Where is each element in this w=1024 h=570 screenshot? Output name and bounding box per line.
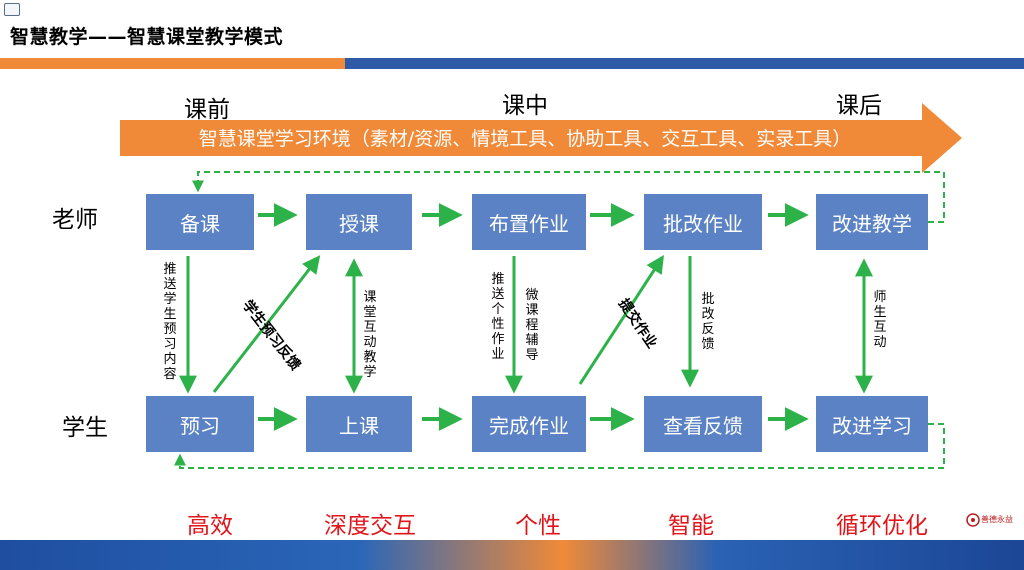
trait-personalized: 个性 <box>515 513 561 539</box>
environment-arrow <box>120 103 962 173</box>
student-step-review: 查看反馈 <box>644 396 762 452</box>
logo-text: 善德永益 <box>981 515 1013 524</box>
teacher-step-improve: 改进教学 <box>816 194 928 250</box>
bottom-band <box>0 540 1024 570</box>
student-step-attend: 上课 <box>306 396 412 452</box>
label-submit-homework: 提交作业 <box>615 296 660 352</box>
phase-after: 课后 <box>836 93 882 119</box>
role-teacher: 老师 <box>52 207 98 233</box>
environment-label: 智慧课堂学习环境（素材/资源、情境工具、协助工具、交互工具、实录工具） <box>198 128 852 150</box>
trait-loop-optimize: 循环优化 <box>836 513 928 539</box>
student-step-improve: 改进学习 <box>816 396 928 452</box>
label-micro-lesson: 微课程辅导 <box>525 288 539 363</box>
label-class-interaction: 课堂互动教学 <box>363 290 377 380</box>
header-bar-orange <box>0 58 345 69</box>
logo-icon <box>966 513 980 527</box>
teacher-loop-dashed <box>192 171 945 223</box>
student-step-preview: 预习 <box>146 396 254 452</box>
label-preview-feedback: 学生预习反馈 <box>239 297 304 374</box>
link-submit-homework <box>578 254 664 385</box>
teacher-step-teach: 授课 <box>306 194 412 250</box>
header: 智慧教学——智慧课堂教学模式 <box>0 0 1024 58</box>
phase-during: 课中 <box>502 93 548 119</box>
trait-intelligent: 智能 <box>668 513 714 539</box>
slide-icon <box>4 3 20 16</box>
link-preview-feedback <box>212 255 321 393</box>
label-push-homework: 推送个性作业 <box>491 272 505 362</box>
header-bar-blue <box>345 58 1024 69</box>
trait-efficient: 高效 <box>187 513 233 539</box>
trait-deep-interaction: 深度交互 <box>324 513 416 539</box>
label-push-preview: 推送学生预习内容 <box>163 262 177 382</box>
teacher-step-grade: 批改作业 <box>644 194 762 250</box>
label-grade-feedback: 批改反馈 <box>701 292 715 352</box>
page-title: 智慧教学——智慧课堂教学模式 <box>10 26 284 48</box>
teacher-step-assign: 布置作业 <box>472 194 586 250</box>
student-step-complete: 完成作业 <box>472 396 586 452</box>
phase-before: 课前 <box>184 97 230 123</box>
label-teacher-student: 师生互动 <box>873 290 887 350</box>
teacher-step-prepare: 备课 <box>146 194 254 250</box>
role-student: 学生 <box>62 415 108 441</box>
student-loop-dashed <box>174 423 945 469</box>
